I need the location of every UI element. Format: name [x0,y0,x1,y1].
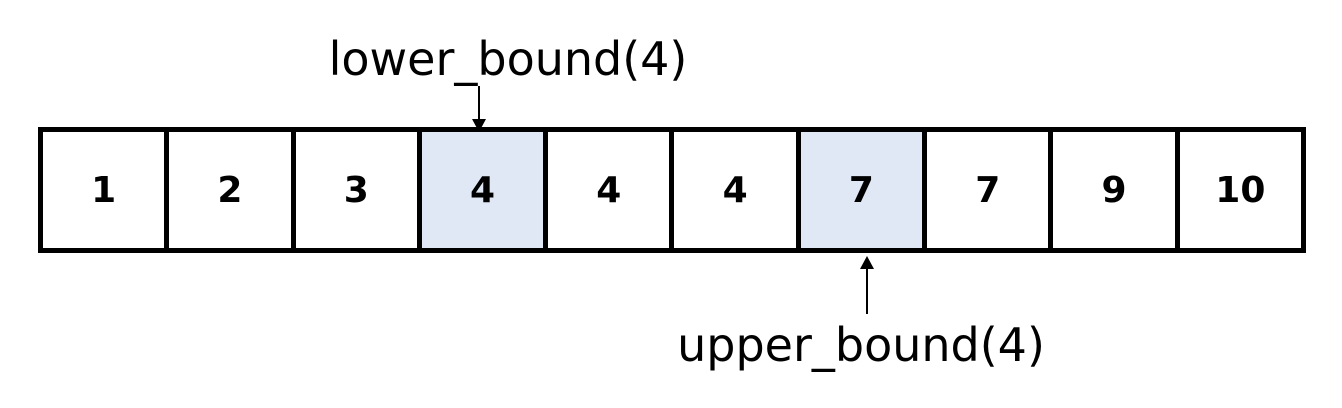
lower-bound-arrow [472,86,486,132]
array-cell-9: 10 [1179,132,1301,248]
lower-bound-label: lower_bound(4) [328,32,688,86]
array-cell-1: 2 [169,132,296,248]
array-cell-3: 4 [421,132,549,248]
array-cell-2: 3 [295,132,422,248]
array-cell-4: 4 [548,132,675,248]
upper-bound-arrow [860,256,874,314]
array-cell-8: 9 [1053,132,1180,248]
array-cell-0: 1 [43,132,170,248]
upper-bound-label: upper_bound(4) [677,318,1045,372]
sorted-array: 1 2 3 4 4 4 7 7 9 10 [38,127,1306,253]
array-cell-7: 7 [927,132,1054,248]
array-cell-6: 7 [800,132,928,248]
array-cell-5: 4 [674,132,801,248]
